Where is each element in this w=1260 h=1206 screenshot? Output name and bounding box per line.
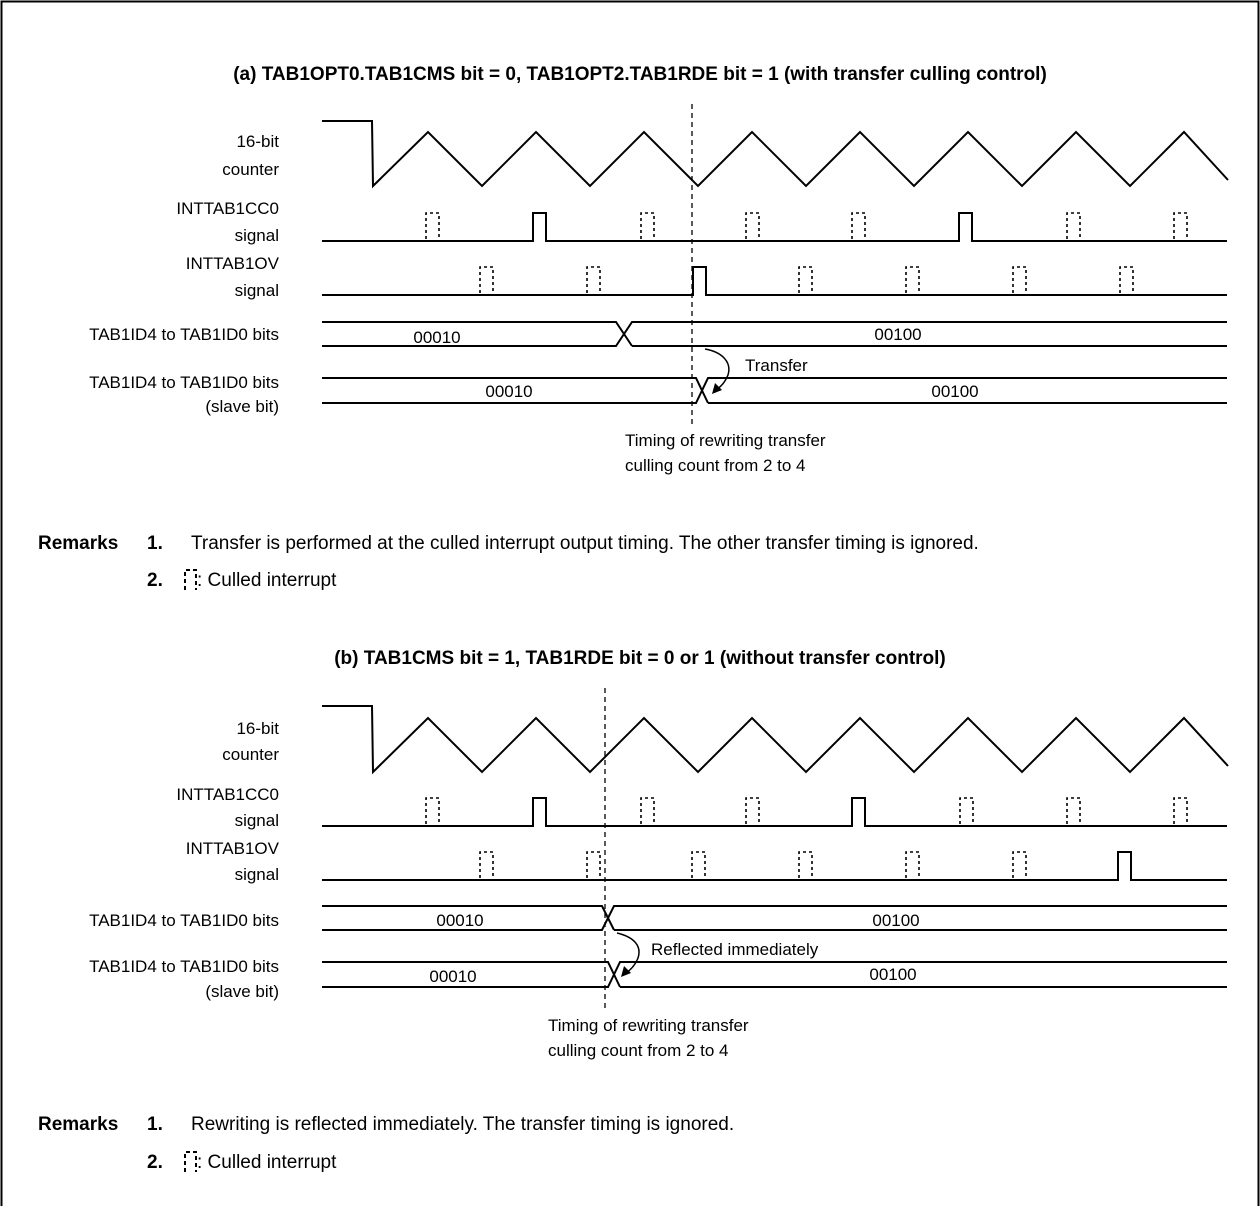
culled-pulse-mark: [905, 851, 920, 878]
culled-pulse-mark: [479, 266, 494, 293]
panel-a-bits-before: 00010: [413, 328, 460, 347]
panel-b-timing-note-1: Timing of rewriting transfer: [548, 1016, 749, 1035]
panel-a-slave-after: 00100: [931, 382, 978, 401]
panel-a-ov-signal: [322, 266, 1227, 296]
culled-pulse-mark: [1012, 851, 1027, 878]
panel-b-ov-label-2: signal: [235, 865, 279, 884]
panel-b-cc0-label-1: INTTAB1CC0: [176, 785, 279, 804]
panel-b-ov-signal: [322, 851, 1227, 881]
culled-pulse-mark: [745, 212, 760, 239]
culled-pulse-mark: [640, 212, 655, 239]
panel-a-remark-1-number: 1.: [147, 533, 163, 554]
panel-b-bits-before: 00010: [436, 911, 483, 930]
culled-pulse-mark: [1173, 212, 1188, 239]
culled-pulse-mark: [479, 851, 494, 878]
culled-pulse-mark: [1066, 212, 1081, 239]
culled-pulse-mark: [1173, 797, 1188, 824]
culled-pulse-mark: [1066, 797, 1081, 824]
panel-b-slave-after: 00100: [869, 965, 916, 984]
culled-pulse-mark: [851, 212, 866, 239]
panel-a-slave-label-1: TAB1ID4 to TAB1ID0 bits: [89, 373, 279, 392]
panel-a-remarks-heading: Remarks: [38, 533, 118, 554]
culled-pulse-mark: [1119, 266, 1134, 293]
panel-b-bits-after: 00100: [872, 911, 919, 930]
panel-a-ov-label-1: INTTAB1OV: [186, 254, 280, 273]
culled-pulse-mark: [425, 797, 440, 824]
panel-a-bits-bus: [322, 321, 1227, 347]
panel-a-cc0-label-1: INTTAB1CC0: [176, 199, 279, 218]
panel-a-timing-note-2: culling count from 2 to 4: [625, 456, 805, 475]
panel-a-bits-label: TAB1ID4 to TAB1ID0 bits: [89, 325, 279, 344]
panel-b-slave-label-2: (slave bit): [205, 982, 279, 1001]
panel-a-cc0-signal: [322, 212, 1227, 242]
panel-a-ov-culled-marks: [479, 266, 1134, 293]
panel-b-cc0-culled-marks: [425, 797, 1188, 824]
panel-a-slave-label-2: (slave bit): [205, 397, 279, 416]
culled-pulse-mark: [586, 266, 601, 293]
panel-b-remark-2-text: : Culled interrupt: [197, 1152, 337, 1173]
panel-a-slave-before: 00010: [485, 382, 532, 401]
culled-pulse-mark: [1012, 266, 1027, 293]
culled-pulse-mark: [640, 797, 655, 824]
culled-pulse-mark: [798, 851, 813, 878]
panel-b-timing-note-2: culling count from 2 to 4: [548, 1041, 728, 1060]
panel-a-slave-bus: [322, 377, 1227, 404]
panel-a-ov-label-2: signal: [235, 281, 279, 300]
panel-a-remark-2-text: : Culled interrupt: [197, 570, 337, 591]
culled-pulse-mark: [586, 851, 601, 878]
panel-a-cc0-culled-marks: [425, 212, 1188, 239]
panel-b-cc0-signal: [322, 797, 1227, 827]
panel-a-timing-note-1: Timing of rewriting transfer: [625, 431, 826, 450]
culled-pulse-mark: [691, 851, 706, 878]
culled-pulse-mark: [798, 266, 813, 293]
panel-b-reflected-arrow: [616, 932, 640, 974]
panel-b-remarks-heading: Remarks: [38, 1114, 118, 1135]
panel-a-title: (a) TAB1OPT0.TAB1CMS bit = 0, TAB1OPT2.T…: [233, 64, 1047, 85]
panel-a-counter-waveform: [322, 120, 1229, 189]
panel-a-bits-after: 00100: [874, 325, 921, 344]
culled-pulse-mark: [959, 797, 974, 824]
panel-a-arrow-label: Transfer: [745, 356, 808, 375]
panel-b-remark-1-text: Rewriting is reflected immediately. The …: [191, 1114, 734, 1135]
panel-a-remark-1-text: Transfer is performed at the culled inte…: [191, 533, 979, 554]
culled-pulse-mark: [905, 266, 920, 293]
panel-b-slave-bus: [322, 961, 1227, 988]
culled-pulse-mark: [745, 797, 760, 824]
culled-interrupt-legend-icon: [184, 1151, 197, 1172]
panel-b-cc0-label-2: signal: [235, 811, 279, 830]
panel-b-slave-before: 00010: [429, 967, 476, 986]
panel-b-slave-label-1: TAB1ID4 to TAB1ID0 bits: [89, 957, 279, 976]
panel-b-bits-label: TAB1ID4 to TAB1ID0 bits: [89, 911, 279, 930]
panel-b-counter-label-1: 16-bit: [236, 719, 279, 738]
panel-b-counter-label-2: counter: [222, 745, 279, 764]
panel-b-counter-waveform: [322, 705, 1229, 775]
panel-a-cc0-label-2: signal: [235, 226, 279, 245]
panel-a: (a) TAB1OPT0.TAB1CMS bit = 0, TAB1OPT2.T…: [38, 64, 1229, 591]
panel-b-bits-bus: [322, 905, 1227, 931]
panel-a-counter-label-2: counter: [222, 160, 279, 179]
panel-a-remark-2-number: 2.: [147, 570, 163, 591]
culled-interrupt-legend-icon: [184, 569, 197, 590]
panel-b: (b) TAB1CMS bit = 1, TAB1RDE bit = 0 or …: [38, 648, 1229, 1173]
panel-a-transfer-arrowhead: [712, 383, 722, 394]
panel-b-remark-2-number: 2.: [147, 1152, 163, 1173]
panel-b-arrow-label: Reflected immediately: [651, 940, 819, 959]
panel-b-remark-1-number: 1.: [147, 1114, 163, 1135]
culled-pulse-mark: [425, 212, 440, 239]
panel-a-counter-label-1: 16-bit: [236, 132, 279, 151]
panel-b-reflected-arrowhead: [621, 966, 631, 977]
panel-b-ov-culled-marks: [479, 851, 1027, 878]
panel-b-title: (b) TAB1CMS bit = 1, TAB1RDE bit = 0 or …: [334, 648, 946, 669]
panel-a-transfer-arrow: [704, 348, 730, 391]
panel-b-ov-label-1: INTTAB1OV: [186, 839, 280, 858]
